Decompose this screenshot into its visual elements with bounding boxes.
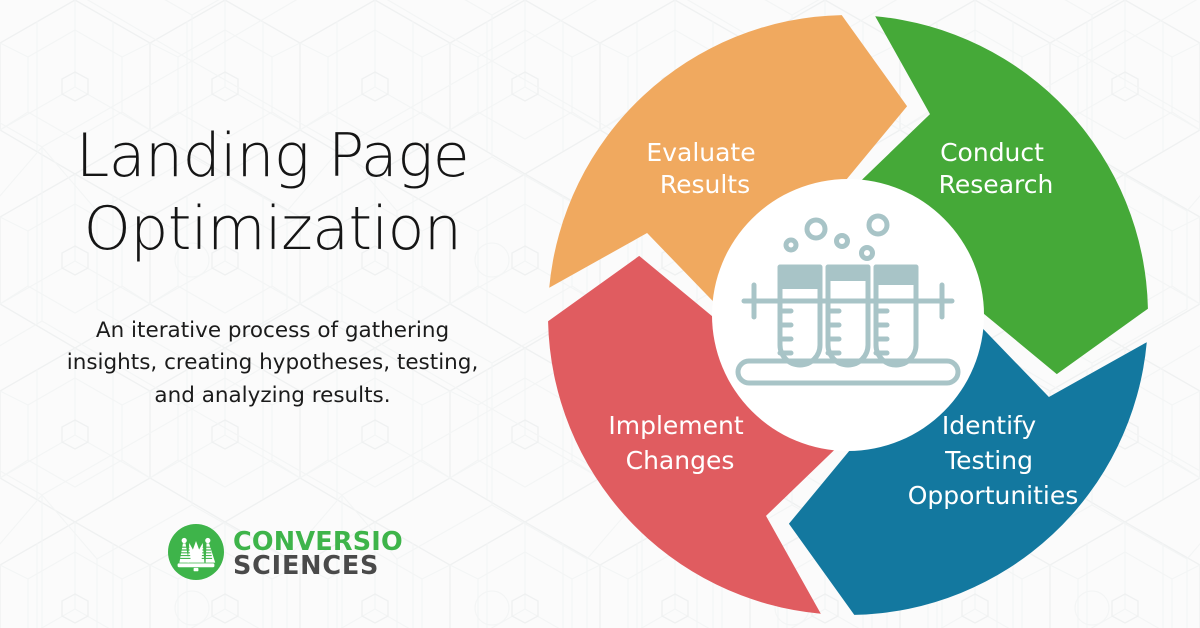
flask-crown-icon — [168, 524, 224, 580]
intro-panel: Landing Page Optimization An iterative p… — [0, 0, 545, 628]
logo-text-sciences: SCIENCES — [233, 551, 379, 580]
logo-text-conversion: CONVERSION — [233, 527, 403, 557]
cycle-label-line: Testing — [944, 446, 1033, 475]
cycle-segment-implement-changes[interactable] — [788, 327, 1147, 615]
optimization-cycle-diagram: Conduct Research Identify Testing Opport… — [548, 15, 1148, 615]
cycle-label-line: Identify — [942, 411, 1037, 440]
cycle-label-conduct-research: Conduct Research — [939, 138, 1054, 199]
cycle-label-line: Conduct — [940, 138, 1044, 167]
cycle-label-line: Evaluate — [646, 138, 755, 167]
cycle-segment-conduct-research[interactable] — [549, 15, 908, 303]
cycle-label-identify: Identify Testing Opportunities — [908, 411, 1079, 510]
cycle-segment-identify-testing-opportunities[interactable] — [860, 16, 1148, 375]
cycle-segment-shape-evaluate-results — [548, 255, 836, 614]
cycle-segment-shape-conduct-research — [549, 15, 908, 303]
cycle-label-line: Research — [939, 170, 1054, 199]
conversion-sciences-logo[interactable]: CONVERSION SCIENCES — [168, 524, 403, 580]
cycle-label-line: Opportunities — [908, 481, 1079, 510]
logo-wordmark: CONVERSION SCIENCES — [233, 527, 403, 580]
test-tube-rack-icon — [735, 213, 961, 386]
page-subtitle: An iterative process of gathering insigh… — [66, 318, 479, 408]
cycle-segment-shape-implement-changes — [788, 327, 1147, 615]
cycle-label-line: Implement — [608, 411, 744, 440]
cycle-label-line: Changes — [626, 446, 735, 475]
page-title: Landing Page Optimization — [75, 121, 470, 265]
cycle-segment-evaluate-results[interactable] — [548, 255, 836, 614]
cycle-label-line: Results — [660, 170, 750, 199]
cycle-segment-shape-identify-testing-opportunities — [860, 16, 1148, 375]
cycle-label-evaluate: Evaluate Results — [646, 138, 763, 199]
cycle-label-implement: Implement Changes — [608, 411, 751, 475]
